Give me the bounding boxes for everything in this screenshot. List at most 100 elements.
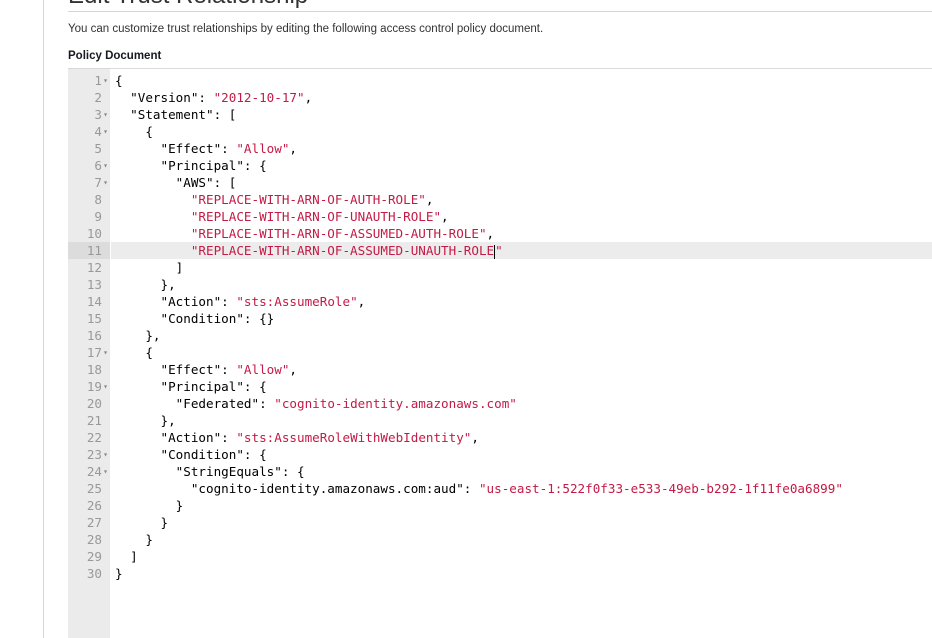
key-token: "Effect" bbox=[160, 141, 222, 156]
code-line[interactable]: { bbox=[111, 344, 932, 361]
line-number: 25 bbox=[86, 481, 102, 496]
fold-toggle-icon[interactable]: ▾ bbox=[103, 127, 108, 136]
line-number: 5 bbox=[94, 141, 102, 156]
line-number: 22 bbox=[86, 430, 102, 445]
fold-toggle-icon[interactable]: ▾ bbox=[103, 161, 108, 170]
punctuation-token bbox=[115, 209, 191, 224]
code-line[interactable]: ] bbox=[111, 259, 932, 276]
line-number: 2 bbox=[94, 90, 102, 105]
code-line[interactable]: "Statement": [ bbox=[111, 106, 932, 123]
punctuation-token bbox=[115, 396, 176, 411]
page-title: Edit Trust Relationship bbox=[68, 0, 308, 10]
code-line[interactable]: "REPLACE-WITH-ARN-OF-AUTH-ROLE", bbox=[111, 191, 932, 208]
line-number: 8 bbox=[94, 192, 102, 207]
code-line[interactable]: "Principal": { bbox=[111, 378, 932, 395]
key-token: "Statement" bbox=[130, 107, 214, 122]
code-line[interactable]: "cognito-identity.amazonaws.com:aud": "u… bbox=[111, 480, 932, 497]
code-text-area[interactable]: { "Version": "2012-10-17", "Statement": … bbox=[111, 69, 932, 638]
string-token: "sts:AssumeRoleWithWebIdentity" bbox=[236, 430, 472, 445]
code-line[interactable]: { bbox=[111, 123, 932, 140]
punctuation-token: , bbox=[441, 209, 449, 224]
code-line[interactable]: { bbox=[111, 72, 932, 89]
code-line[interactable]: "Effect": "Allow", bbox=[111, 361, 932, 378]
code-line[interactable]: } bbox=[111, 514, 932, 531]
punctuation-token: , bbox=[471, 430, 479, 445]
code-line[interactable]: } bbox=[111, 497, 932, 514]
line-number: 19▾ bbox=[86, 379, 108, 394]
punctuation-token bbox=[115, 481, 191, 496]
punctuation-token: , bbox=[289, 362, 298, 377]
punctuation-token: : [ bbox=[213, 175, 237, 190]
code-line[interactable]: } bbox=[111, 531, 932, 548]
line-number: 23▾ bbox=[86, 447, 108, 462]
line-number: 10 bbox=[86, 226, 102, 241]
key-token: "Action" bbox=[160, 294, 222, 309]
punctuation-token bbox=[115, 362, 161, 377]
punctuation-token: , bbox=[304, 90, 313, 105]
code-line[interactable]: "StringEquals": { bbox=[111, 463, 932, 480]
punctuation-token bbox=[115, 464, 176, 479]
string-token: "sts:AssumeRole" bbox=[236, 294, 358, 309]
code-line[interactable]: "Condition": { bbox=[111, 446, 932, 463]
fold-toggle-icon[interactable]: ▾ bbox=[103, 76, 108, 85]
code-line[interactable]: }, bbox=[111, 327, 932, 344]
line-number: 24▾ bbox=[86, 464, 108, 479]
key-token: "Action" bbox=[160, 430, 222, 445]
line-number: 1▾ bbox=[94, 73, 108, 88]
code-line[interactable]: "Action": "sts:AssumeRoleWithWebIdentity… bbox=[111, 429, 932, 446]
punctuation-token: } bbox=[115, 515, 169, 530]
punctuation-token: : { bbox=[243, 379, 267, 394]
title-divider bbox=[68, 11, 932, 12]
line-number: 4▾ bbox=[94, 124, 108, 139]
line-number: 11 bbox=[68, 242, 110, 259]
code-line[interactable]: "Principal": { bbox=[111, 157, 932, 174]
punctuation-token: , bbox=[357, 294, 366, 309]
line-number: 16 bbox=[86, 328, 102, 343]
line-number: 21 bbox=[86, 413, 102, 428]
punctuation-token: : bbox=[259, 396, 275, 411]
text-cursor bbox=[494, 244, 496, 259]
punctuation-token: : bbox=[221, 430, 237, 445]
code-line[interactable]: "REPLACE-WITH-ARN-OF-ASSUMED-UNAUTH-ROLE… bbox=[111, 242, 932, 259]
line-number: 27 bbox=[86, 515, 102, 530]
punctuation-token: : { bbox=[281, 464, 305, 479]
fold-toggle-icon[interactable]: ▾ bbox=[103, 110, 108, 119]
line-number: 28 bbox=[86, 532, 102, 547]
fold-toggle-icon[interactable]: ▾ bbox=[103, 467, 108, 476]
code-line[interactable]: "Action": "sts:AssumeRole", bbox=[111, 293, 932, 310]
code-line[interactable]: } bbox=[111, 565, 932, 582]
code-line[interactable]: "AWS": [ bbox=[111, 174, 932, 191]
line-number: 7▾ bbox=[94, 175, 108, 190]
policy-document-label: Policy Document bbox=[68, 50, 162, 62]
code-line[interactable]: "REPLACE-WITH-ARN-OF-UNAUTH-ROLE", bbox=[111, 208, 932, 225]
fold-toggle-icon[interactable]: ▾ bbox=[103, 450, 108, 459]
punctuation-token: { bbox=[115, 345, 153, 360]
punctuation-token: , bbox=[425, 192, 434, 207]
line-number: 13 bbox=[86, 277, 102, 292]
punctuation-token bbox=[115, 430, 161, 445]
fold-toggle-icon[interactable]: ▾ bbox=[103, 382, 108, 391]
fold-toggle-icon[interactable]: ▾ bbox=[103, 348, 108, 357]
punctuation-token bbox=[115, 141, 161, 156]
key-token: "AWS" bbox=[175, 175, 214, 190]
line-number: 29 bbox=[86, 549, 102, 564]
key-token: "Condition" bbox=[160, 311, 244, 326]
key-token: "Principal" bbox=[160, 158, 244, 173]
code-line[interactable]: }, bbox=[111, 276, 932, 293]
code-line[interactable]: }, bbox=[111, 412, 932, 429]
punctuation-token bbox=[115, 107, 130, 122]
code-line[interactable]: "Effect": "Allow", bbox=[111, 140, 932, 157]
key-token: "Effect" bbox=[160, 362, 222, 377]
code-line[interactable]: "Condition": {} bbox=[111, 310, 932, 327]
fold-toggle-icon[interactable]: ▾ bbox=[103, 178, 108, 187]
punctuation-token: } bbox=[115, 498, 184, 513]
code-line[interactable]: "Version": "2012-10-17", bbox=[111, 89, 932, 106]
code-line[interactable]: "REPLACE-WITH-ARN-OF-ASSUMED-AUTH-ROLE", bbox=[111, 225, 932, 242]
punctuation-token bbox=[115, 379, 161, 394]
punctuation-token bbox=[115, 192, 191, 207]
code-line[interactable]: ] bbox=[111, 548, 932, 565]
line-number: 17▾ bbox=[86, 345, 108, 360]
code-line[interactable]: "Federated": "cognito-identity.amazonaws… bbox=[111, 395, 932, 412]
